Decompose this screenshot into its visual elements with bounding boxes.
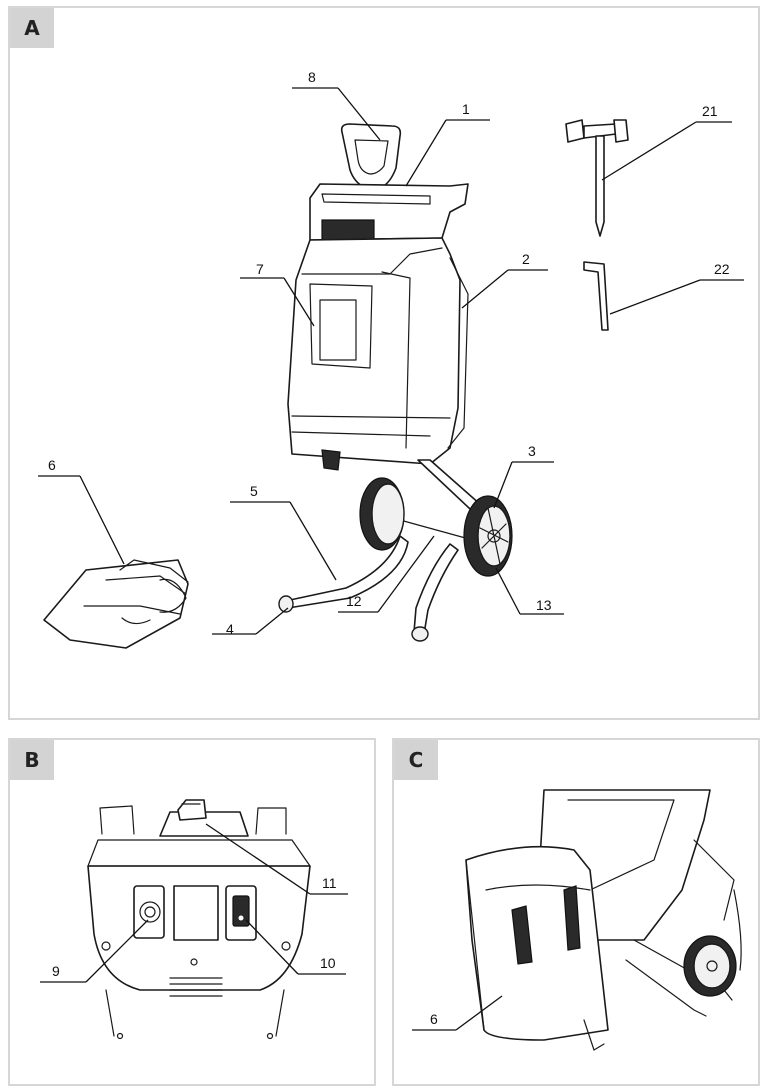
callout-22: 22 — [714, 261, 730, 277]
callout-8: 8 — [308, 69, 316, 85]
callout-11: 11 — [322, 875, 337, 891]
collection-bag-illustration — [43, 559, 189, 649]
hex-key-illustration — [583, 261, 609, 331]
shredder-illustration — [278, 123, 513, 642]
panel-a: A — [8, 6, 760, 720]
callout-2: 2 — [522, 251, 530, 267]
panel-c-tag: C — [394, 740, 438, 780]
switch-panel-illustration — [87, 799, 311, 1040]
panel-a-drawing: 8 1 2 3 4 5 6 7 12 13 21 22 — [38, 69, 744, 649]
panel-c-drawing: 6 — [412, 789, 742, 1051]
callout-4: 4 — [226, 621, 234, 637]
callout-5: 5 — [250, 483, 258, 499]
panel-b-tag: B — [10, 740, 54, 780]
callout-1: 1 — [462, 101, 470, 117]
panel-c: C 6 — [392, 738, 760, 1086]
callout-lines-c — [412, 995, 503, 1031]
panel-b: B 11 — [8, 738, 376, 1086]
callout-lines-b — [40, 823, 348, 983]
callout-6: 6 — [48, 457, 56, 473]
callout-lines-a — [38, 87, 744, 635]
socket-wrench-illustration — [565, 119, 629, 237]
callout-3: 3 — [528, 443, 536, 459]
callout-13: 13 — [536, 597, 552, 613]
shredder-with-bag-illustration — [465, 789, 742, 1051]
callout-9: 9 — [52, 963, 60, 979]
callout-7: 7 — [256, 261, 264, 277]
panel-b-drawing: 11 9 10 — [40, 799, 348, 1040]
callout-12: 12 — [346, 593, 362, 609]
callout-21: 21 — [702, 103, 718, 119]
callout-6-c: 6 — [430, 1011, 438, 1027]
panel-a-tag: A — [10, 8, 54, 48]
callout-10: 10 — [320, 955, 336, 971]
